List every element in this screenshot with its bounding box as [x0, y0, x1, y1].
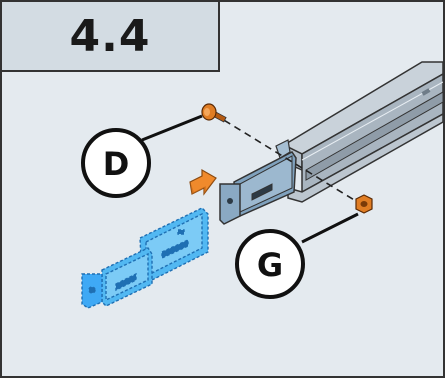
rail [282, 61, 443, 203]
blue-bracket [81, 207, 209, 309]
callout-g-label: G [257, 246, 283, 284]
callout-d: D [81, 128, 151, 198]
alignment-line [213, 113, 365, 207]
callout-d-label: D [103, 145, 130, 183]
callout-g: G [235, 229, 305, 299]
leader-line-g [301, 212, 359, 244]
screw-icon [201, 103, 227, 123]
step-number-box: 4.4 [2, 2, 220, 72]
rail-bracket [219, 139, 297, 225]
step-number: 4.4 [69, 10, 151, 62]
direction-arrow-icon [189, 168, 217, 196]
leader-line-d [141, 114, 203, 142]
nut-icon [355, 194, 373, 214]
